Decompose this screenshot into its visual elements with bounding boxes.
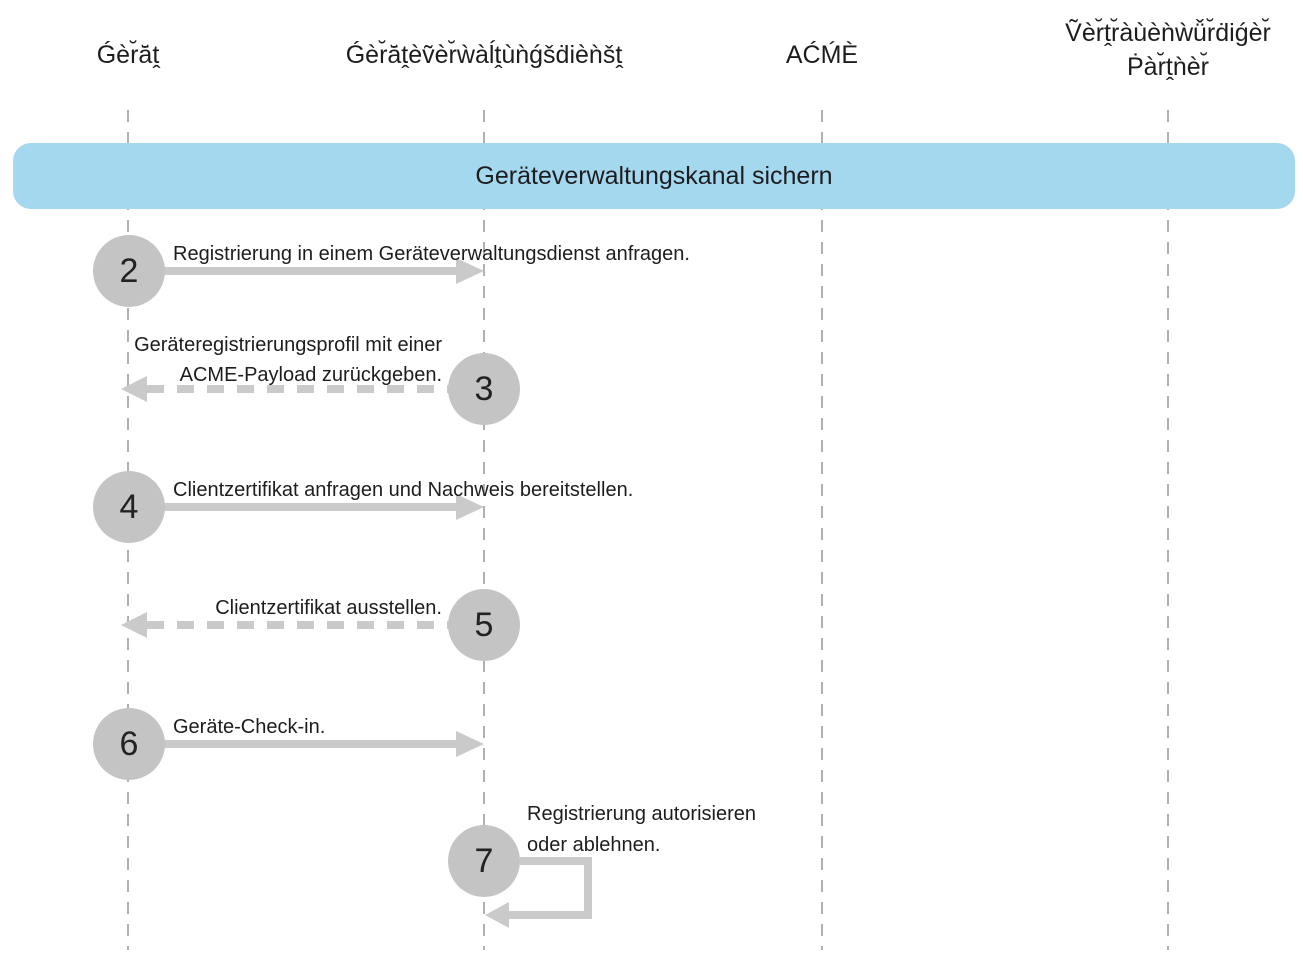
actor-label-geraeteverwaltungsdienst-text: Ǵèr̆ā̆ṱèṽèr̆ẁàĺṱùǹǵšḋièǹšṱ — [345, 41, 623, 69]
actor-label-geraet: Ǵèr̆ā̆ṱ — [97, 38, 160, 72]
step-5-arrowhead-icon — [121, 612, 147, 638]
step-7-arrowhead-icon — [485, 902, 509, 928]
banner-secure-channel: Geräteverwaltungskanal sichern — [13, 143, 1295, 209]
step-3-label-line2: ACME-Payload zurückgeben. — [179, 364, 442, 386]
step-7-label: Registrierung autorisieren oder ablehnen… — [527, 799, 756, 861]
actor-label-geraet-text: Ǵèr̆ā̆ṱ — [96, 41, 160, 69]
step-4-number: 4 — [119, 487, 139, 526]
step-3-badge: 3 — [448, 353, 520, 425]
step-4-badge: 4 — [93, 471, 165, 543]
step-5-label: Clientzertifikat ausstellen. — [215, 597, 442, 619]
actor-label-vertrauenswuerdiger-partner: Ṽèr̆ṱr̆àùèǹẁǚr̆ḋiǵèr̆ Ṗàr̆ṱǹèr̆ — [1028, 16, 1303, 84]
step-3-number: 3 — [474, 369, 494, 408]
lifeline-geraeteverwaltungsdienst — [483, 110, 485, 950]
step-5-badge: 5 — [448, 589, 520, 661]
actor-label-geraeteverwaltungsdienst: Ǵèr̆ā̆ṱèṽèr̆ẁàĺṱùǹǵšḋièǹšṱ — [346, 38, 623, 72]
step-7-label-line1: Registrierung autorisieren — [527, 803, 757, 825]
lifeline-acme — [821, 110, 823, 950]
step-6-arrowhead-icon — [456, 731, 484, 757]
banner-label: Geräteverwaltungskanal sichern — [475, 161, 833, 190]
step-6-label: Geräte-Check-in. — [173, 716, 326, 738]
step-4-arrowhead-icon — [456, 494, 484, 520]
actor-label-acme: AĆḾÈ — [786, 38, 858, 72]
step-7-label-line2: oder ablehnen. — [527, 834, 661, 856]
lifeline-vertrauenswuerdiger-partner — [1167, 110, 1169, 950]
step-5-arrow-shaft — [147, 621, 449, 629]
step-3-arrow-shaft — [147, 385, 449, 393]
step-3-label-line1: Geräteregistrierungsprofil mit einer — [134, 334, 442, 356]
step-6-number: 6 — [119, 724, 139, 763]
step-3-label: Geräteregistrierungsprofil mit einer ACM… — [134, 330, 442, 390]
actor-label-acme-text: AĆḾÈ — [785, 41, 859, 69]
step-6-badge: 6 — [93, 708, 165, 780]
step-2-number: 2 — [119, 251, 139, 290]
step-2-arrowhead-icon — [456, 258, 484, 284]
step-7-number: 7 — [474, 841, 494, 880]
step-2-arrow-shaft — [164, 267, 458, 275]
step-4-label: Clientzertifikat anfragen und Nachweis b… — [173, 479, 634, 501]
step-2-badge: 2 — [93, 235, 165, 307]
actor-label-partner-line2: Ṗàr̆ṱǹèr̆ — [1127, 53, 1209, 81]
step-7-loop-line — [520, 857, 592, 919]
step-3-arrowhead-icon — [121, 376, 147, 402]
actor-label-partner-line1: Ṽèr̆ṱr̆àùèǹẁǚr̆ḋiǵèr̆ — [1065, 19, 1271, 47]
step-7-loop-bottom-line — [509, 911, 592, 919]
step-4-arrow-shaft — [164, 503, 458, 511]
step-5-number: 5 — [474, 605, 494, 644]
step-7-badge: 7 — [448, 825, 520, 897]
step-6-arrow-shaft — [164, 740, 458, 748]
step-2-label: Registrierung in einem Geräteverwaltungs… — [173, 243, 690, 265]
